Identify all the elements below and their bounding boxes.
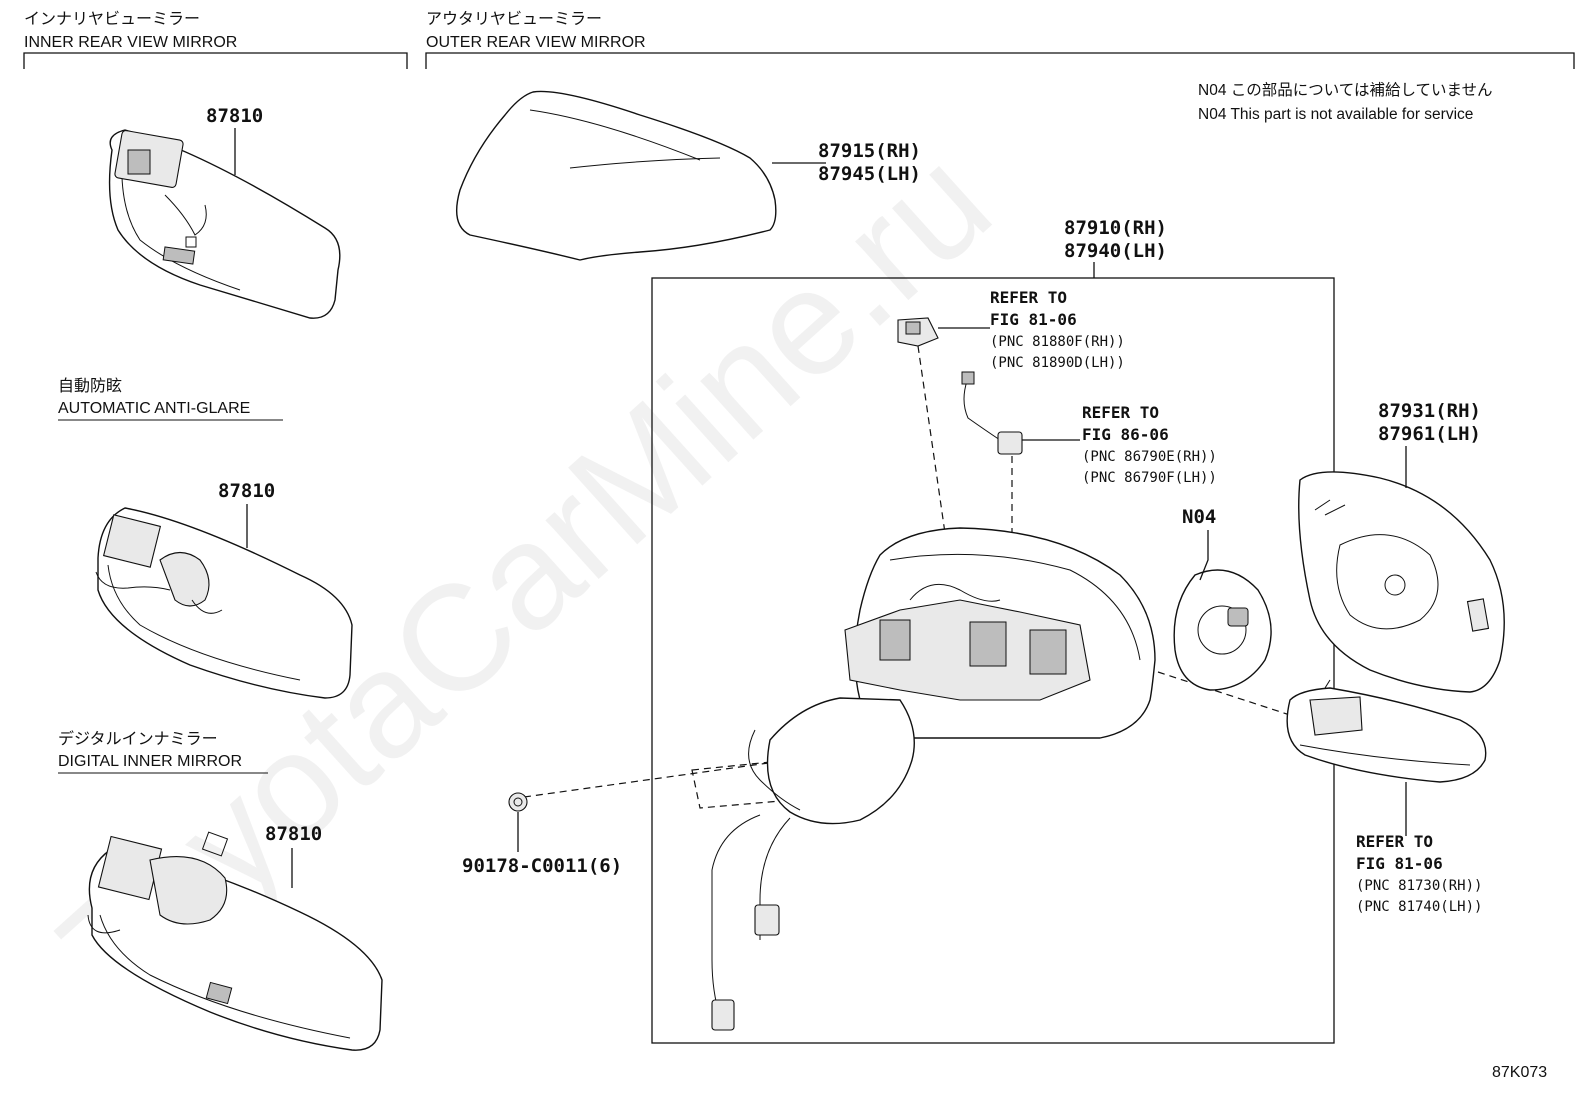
ref-c-pnc2: (PNC 81740(LH)): [1356, 899, 1482, 915]
digital-label-en: DIGITAL INNER MIRROR: [58, 753, 242, 770]
anti-glare-label-en: AUTOMATIC ANTI-GLARE: [58, 400, 250, 417]
inner-mirror-bracket: [23, 52, 408, 69]
ref-b-pnc2: (PNC 86790F(LH)): [1082, 470, 1217, 486]
ref-a-pnc2: (PNC 81890D(LH)): [990, 355, 1125, 371]
ref-a-line1: REFER TO: [990, 288, 1067, 307]
outer-mirror-housing: [711, 527, 1156, 1031]
part-number-inner-mirror-3: 87810: [265, 823, 322, 845]
part-number-inner-mirror-2: 87810: [218, 480, 275, 502]
mirror-glass: [1298, 471, 1505, 693]
inner-mirror-anti-glare: [95, 507, 353, 699]
part-number-cover-lh: 87945(LH): [818, 163, 921, 185]
inner-mirror-header-en: INNER REAR VIEW MIRROR: [24, 34, 237, 51]
ref-c-line1: REFER TO: [1356, 832, 1433, 851]
clip-part: [508, 792, 528, 812]
assembly-frame: [651, 277, 1335, 1044]
ref-a-line2: FIG 81-06: [990, 310, 1077, 329]
anti-glare-label-jp: 自動防眩: [58, 377, 122, 395]
ref-c-pnc1: (PNC 81730(RH)): [1356, 878, 1482, 894]
outer-mirror-header-jp: アウタリヤビューミラー: [426, 10, 602, 28]
ref-a-pnc1: (PNC 81880F(RH)): [990, 334, 1125, 350]
part-number-assy-rh: 87910(RH): [1064, 217, 1167, 239]
outer-mirror-cover: [456, 90, 777, 261]
digital-label-jp: デジタルインナミラー: [58, 729, 218, 748]
part-number-mirror-rh: 87931(RH): [1378, 400, 1481, 422]
n04-note-jp: N04 この部品については補給していません: [1198, 81, 1493, 99]
ref-c-line2: FIG 81-06: [1356, 854, 1443, 873]
mirror-actuator-n04: [1173, 569, 1272, 691]
ref-b-line1: REFER TO: [1082, 403, 1159, 422]
camera-bracket-part: [897, 317, 939, 347]
outer-mirror-header-en: OUTER REAR VIEW MIRROR: [426, 34, 646, 51]
n04-note-en: N04 This part is not available for servi…: [1198, 106, 1473, 123]
outer-mirror-bracket: [425, 52, 1575, 69]
turn-signal-lamp: [1286, 679, 1487, 783]
part-number-inner-mirror-1: 87810: [206, 105, 263, 127]
part-number-cover-rh: 87915(RH): [818, 140, 921, 162]
part-number-mirror-lh: 87961(LH): [1378, 423, 1481, 445]
ref-b-line2: FIG 86-06: [1082, 425, 1169, 444]
figure-code: 87K073: [1492, 1064, 1547, 1081]
inner-mirror-standard: [108, 129, 341, 319]
harness-connector-part: [961, 371, 1023, 455]
part-number-clip: 90178-C0011(6): [462, 855, 622, 877]
part-number-n04: N04: [1182, 506, 1216, 528]
part-number-assy-lh: 87940(LH): [1064, 240, 1167, 262]
inner-mirror-header-jp: インナリヤビューミラー: [24, 10, 200, 28]
ref-b-pnc1: (PNC 86790E(RH)): [1082, 449, 1217, 465]
inner-mirror-digital: [87, 831, 383, 1051]
